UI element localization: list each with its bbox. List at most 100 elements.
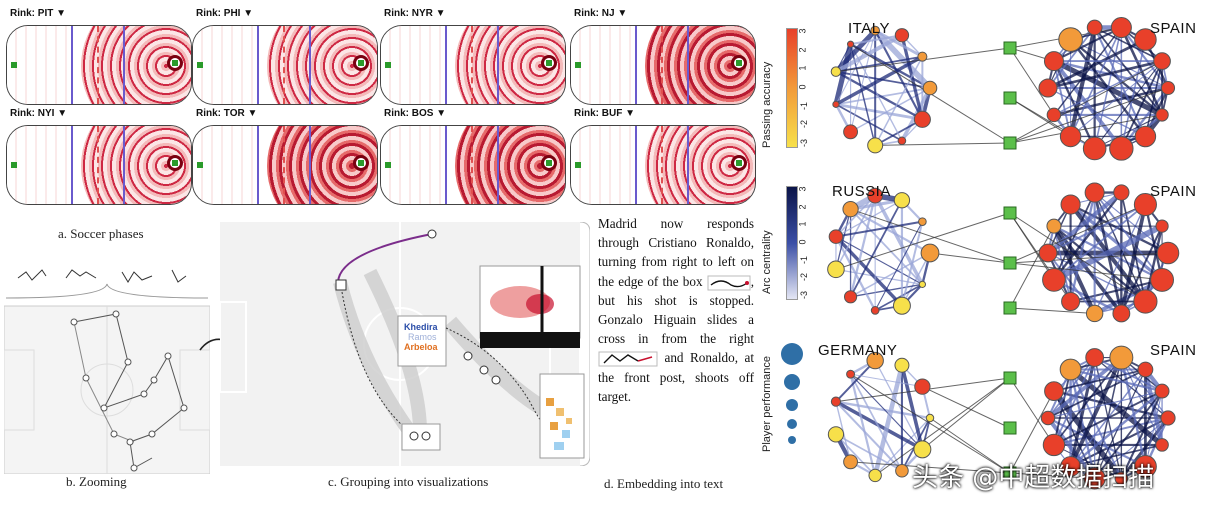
rink-dropdown-8[interactable]: Rink: BUF ▼ [574,108,636,119]
inline-glyph-turn [707,275,751,291]
network-edge [1009,87,1169,144]
player-node [867,187,884,204]
tick: 3 [797,186,808,192]
tick: -3 [799,138,810,148]
player-node [846,369,856,379]
player-node [1085,348,1105,367]
network-edge [1052,59,1123,150]
tick: -3 [799,290,810,300]
network-edge [874,29,924,58]
network-edge [1093,390,1163,480]
network-edge [1052,191,1123,281]
tick: 0 [797,84,808,90]
country-left-1: ITALY [848,20,890,37]
arc-title: Arc centrality [761,230,773,294]
network-edge [1053,86,1169,117]
rink-dropdown-3[interactable]: Rink: NYR ▼ [384,8,446,19]
player-node [892,296,911,315]
network-edge [1119,204,1148,314]
player-node [1060,194,1081,215]
network-edge [1144,225,1164,302]
network-edge [929,417,1011,474]
player-node [922,80,938,96]
network-edge [1120,39,1147,149]
network-edge [1094,60,1163,149]
pass-arc [337,233,433,283]
player-node [1110,17,1132,39]
player-node [1044,381,1064,401]
network-edge [1053,60,1163,116]
network-edge [835,400,924,451]
network-edge [835,199,903,238]
embedded-text: Madrid now responds through Cristiano Ro… [598,216,755,404]
rink-dropdown-6[interactable]: Rink: TOR ▼ [196,108,258,119]
player-node [1059,125,1082,148]
network-edge [849,373,903,472]
player-node [827,426,845,443]
network-edge [1093,27,1163,116]
network-edge [835,55,923,73]
player-node [1058,27,1083,52]
network-edge [850,30,876,132]
network-edge [1009,97,1071,137]
player-node [870,25,881,36]
caption-d: d. Embedding into text [604,476,724,491]
player-node [866,351,884,370]
network-edge [835,212,1011,270]
player-node [832,100,840,108]
passing-colorbar [786,28,798,148]
rink-heatmap-7 [380,125,566,205]
network-edge [1069,390,1163,468]
rink-dropdown-1[interactable]: Rink: PIT ▼ [10,8,67,19]
player-node [1038,243,1058,263]
player-node [1083,467,1106,490]
rink-dropdown-7[interactable]: Rink: BOS ▼ [384,108,447,119]
network-edge [1053,26,1122,63]
rink-heatmap-4 [570,25,756,105]
network-edge [874,377,1011,476]
country-left-2: RUSSIA [832,183,891,200]
network-edge [1047,203,1146,254]
network-edge [1046,356,1123,420]
network-edge [850,373,923,450]
network-edge [1009,114,1163,144]
network-edge [1047,59,1163,90]
network-edge [1009,472,1095,479]
player-node [1153,52,1171,70]
network-edge [835,359,876,403]
player-node [1043,51,1064,72]
caption-b: b. Zooming [66,474,127,489]
player-node [917,51,928,62]
player-node [1160,80,1176,96]
player-node [827,260,845,279]
shot-node [1003,256,1017,270]
tick: 2 [797,204,808,210]
player-node [1134,125,1157,148]
network-edge [1009,60,1163,144]
network-edge [1053,357,1123,446]
player-node [1109,136,1134,161]
player-node [1154,383,1170,399]
network-edge [874,360,923,450]
player-node [897,136,907,146]
phase-thumbnails [5,269,209,299]
network-edge [1144,390,1163,467]
inline-glyph-cross [598,351,658,367]
network-edge [1047,38,1147,90]
shot-node [1003,466,1017,480]
player-node [843,454,858,470]
network-edge [834,33,903,74]
network-edge [1009,212,1055,281]
tick: -2 [799,120,810,129]
tick: 2 [797,47,808,53]
rink-dropdown-4[interactable]: Rink: NJ ▼ [574,8,628,19]
network-edge [1144,60,1163,137]
player-node [1112,304,1131,323]
network-edge [1070,203,1169,255]
network-edge [1120,390,1164,479]
rink-dropdown-2[interactable]: Rink: PHI ▼ [196,8,254,19]
rink-dropdown-5[interactable]: Rink: NYI ▼ [10,108,68,119]
rink-heatmap-6 [192,125,378,205]
network-edge [874,118,923,147]
player-node [893,192,911,209]
